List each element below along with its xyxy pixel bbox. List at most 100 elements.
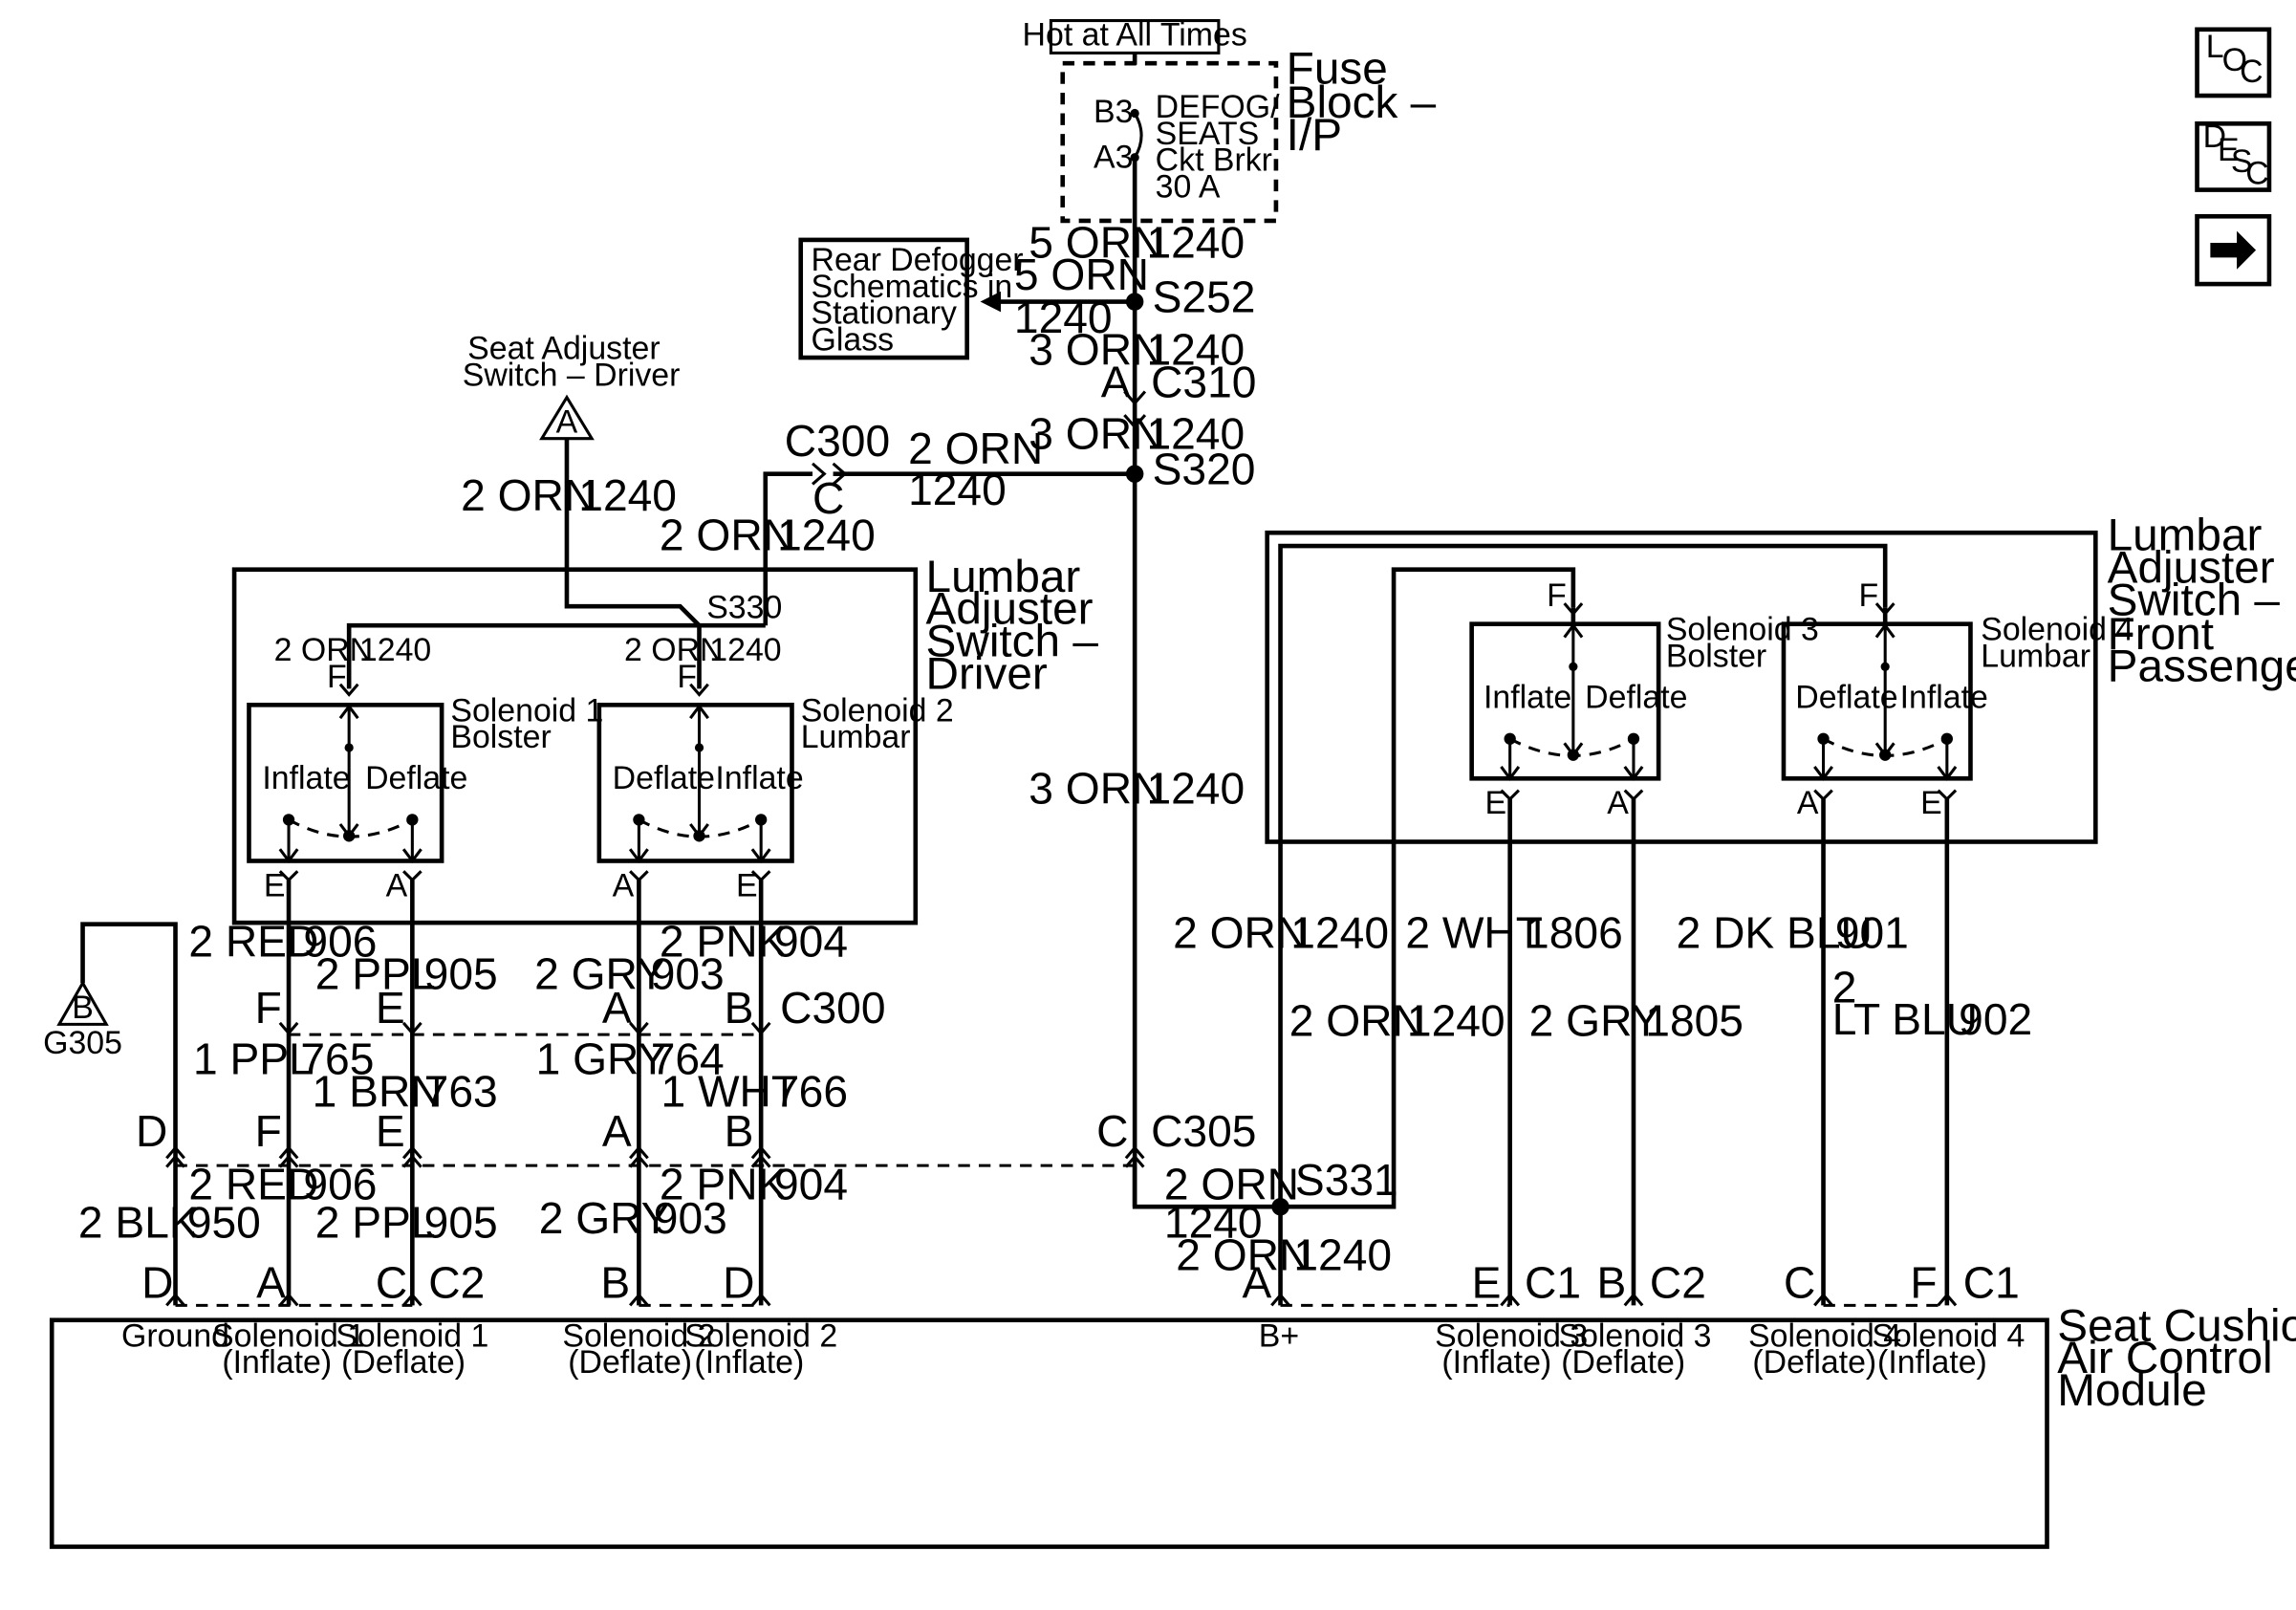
- svg-text:C2: C2: [1650, 1258, 1706, 1308]
- svg-text:(Deflate): (Deflate): [341, 1344, 466, 1381]
- svg-text:D: D: [136, 1106, 167, 1156]
- svg-text:Switch –: Switch –: [926, 617, 1099, 667]
- svg-text:A: A: [1243, 1258, 1272, 1308]
- svg-text:Bolster: Bolster: [1666, 638, 1766, 674]
- svg-text:(Inflate): (Inflate): [1877, 1344, 1987, 1381]
- svg-text:2 RED: 2 RED: [188, 1160, 318, 1209]
- svg-text:3 ORN: 3 ORN: [1029, 325, 1163, 375]
- svg-text:C: C: [2245, 155, 2268, 191]
- svg-text:Air Control: Air Control: [2057, 1333, 2272, 1383]
- svg-text:C310: C310: [1151, 358, 1256, 407]
- svg-text:901: 901: [1835, 907, 1909, 957]
- fuse-block: B3 A3 DEFOG/ SEATS Ckt Brkr 30 A Fuse Bl…: [1060, 44, 1437, 224]
- svg-text:A3: A3: [1094, 139, 1133, 175]
- solenoid-2-driver: Solenoid 2 Lumbar Deflate Inflate: [596, 692, 954, 864]
- svg-text:903: 903: [651, 948, 725, 998]
- svg-text:904: 904: [774, 917, 848, 967]
- svg-text:2 PNK: 2 PNK: [660, 917, 788, 967]
- svg-text:1240: 1240: [1146, 763, 1245, 813]
- svg-text:E: E: [264, 867, 286, 903]
- svg-text:Front: Front: [2108, 609, 2214, 660]
- desc-button[interactable]: D E S C: [2195, 119, 2272, 192]
- svg-text:Adjuster: Adjuster: [2108, 543, 2275, 594]
- seat-adjuster-switch-reference[interactable]: Seat Adjuster Switch – Driver A: [463, 331, 681, 441]
- svg-text:O: O: [2222, 42, 2247, 78]
- svg-text:Driver: Driver: [926, 648, 1048, 699]
- svg-text:950: 950: [187, 1198, 261, 1248]
- svg-text:I/P: I/P: [1287, 110, 1342, 161]
- svg-text:1240: 1240: [908, 465, 1007, 514]
- svg-text:906: 906: [303, 917, 377, 967]
- svg-text:1240: 1240: [1164, 1198, 1263, 1248]
- svg-text:L: L: [2206, 29, 2224, 65]
- svg-text:2 ORN: 2 ORN: [1289, 996, 1424, 1046]
- svg-text:C300: C300: [780, 983, 885, 1033]
- svg-text:Seat Adjuster: Seat Adjuster: [467, 331, 660, 367]
- svg-text:2 ORN: 2 ORN: [1164, 1160, 1299, 1209]
- svg-text:E: E: [376, 1106, 405, 1156]
- solenoid-3-passenger: Solenoid 3 Bolster Inflate Deflate: [1469, 612, 1819, 781]
- solenoid-1-driver: Solenoid 1 Bolster Inflate Deflate: [247, 692, 603, 864]
- svg-text:Ckt Brkr: Ckt Brkr: [1156, 142, 1272, 179]
- driver-lumbar-switch: Lumbar Adjuster Switch – Driver S330 2 O…: [231, 552, 1099, 925]
- svg-text:(Deflate): (Deflate): [568, 1344, 692, 1381]
- svg-text:906: 906: [303, 1160, 377, 1209]
- svg-text:B: B: [600, 1258, 630, 1308]
- svg-text:1 BRN: 1 BRN: [313, 1067, 443, 1117]
- svg-text:Ground: Ground: [121, 1317, 229, 1354]
- svg-text:A: A: [602, 983, 632, 1033]
- svg-text:2 PPL: 2 PPL: [315, 948, 436, 998]
- svg-text:S252: S252: [1153, 272, 1256, 321]
- svg-text:2 ORN: 2 ORN: [1173, 907, 1308, 957]
- svg-text:C1: C1: [1963, 1258, 2020, 1308]
- svg-text:A: A: [386, 867, 408, 903]
- svg-text:B3: B3: [1094, 94, 1133, 130]
- svg-text:2 ORN: 2 ORN: [461, 470, 596, 520]
- svg-text:Solenoid 1: Solenoid 1: [336, 1317, 488, 1354]
- svg-text:1240: 1240: [1014, 293, 1113, 342]
- svg-text:1240: 1240: [578, 470, 677, 520]
- svg-text:A: A: [556, 404, 578, 441]
- svg-text:30 A: 30 A: [1156, 168, 1221, 205]
- svg-text:Schematics in: Schematics in: [811, 269, 1012, 305]
- svg-text:D: D: [723, 1258, 754, 1308]
- svg-text:Solenoid 1: Solenoid 1: [212, 1317, 365, 1354]
- svg-text:Solenoid 3: Solenoid 3: [1666, 612, 1819, 648]
- svg-text:B: B: [725, 983, 754, 1033]
- svg-text:F: F: [255, 983, 282, 1033]
- loc-button[interactable]: L O C: [2195, 27, 2272, 98]
- svg-text:Hot at All Times: Hot at All Times: [1023, 17, 1247, 54]
- svg-text:Bolster: Bolster: [450, 719, 551, 755]
- svg-text:E: E: [1485, 785, 1507, 821]
- solenoid-4-passenger: Solenoid 4 Lumbar Deflate Inflate: [1781, 612, 2134, 781]
- svg-text:Module: Module: [2057, 1365, 2206, 1416]
- svg-text:2 ORN: 2 ORN: [1176, 1229, 1310, 1279]
- svg-text:Lumbar: Lumbar: [926, 552, 1081, 602]
- svg-text:C2: C2: [428, 1258, 485, 1308]
- svg-text:C1: C1: [1525, 1258, 1581, 1308]
- next-button[interactable]: [2195, 213, 2272, 287]
- svg-text:Block –: Block –: [1287, 77, 1437, 128]
- svg-text:Solenoid 2: Solenoid 2: [801, 692, 954, 729]
- svg-text:(Inflate): (Inflate): [222, 1344, 332, 1381]
- svg-text:C: C: [2240, 54, 2263, 90]
- svg-text:903: 903: [654, 1193, 727, 1243]
- svg-text:Inflate: Inflate: [715, 760, 803, 796]
- svg-text:1240: 1240: [1146, 325, 1245, 375]
- svg-text:G305: G305: [43, 1025, 122, 1061]
- svg-text:Solenoid 3: Solenoid 3: [1558, 1317, 1711, 1354]
- svg-text:E: E: [1472, 1258, 1502, 1308]
- svg-text:1 GRY: 1 GRY: [536, 1034, 668, 1084]
- svg-text:Solenoid 2: Solenoid 2: [684, 1317, 837, 1354]
- svg-text:B+: B+: [1259, 1317, 1299, 1354]
- rear-defogger-reference[interactable]: Rear Defogger Schematics in Stationary G…: [798, 237, 1024, 360]
- svg-text:A: A: [602, 1106, 632, 1156]
- svg-text:B: B: [72, 990, 94, 1026]
- svg-text:Solenoid 4: Solenoid 4: [1872, 1317, 2025, 1354]
- svg-text:S: S: [2231, 143, 2253, 180]
- svg-text:1240: 1240: [777, 511, 876, 560]
- svg-text:2 GRY: 2 GRY: [534, 948, 666, 998]
- svg-text:Inflate: Inflate: [1484, 679, 1571, 715]
- seat-cushion-air-control-module: Ground Solenoid 1 (Inflate) Solenoid 1 (…: [49, 1300, 2296, 1550]
- svg-text:F: F: [1858, 577, 1878, 614]
